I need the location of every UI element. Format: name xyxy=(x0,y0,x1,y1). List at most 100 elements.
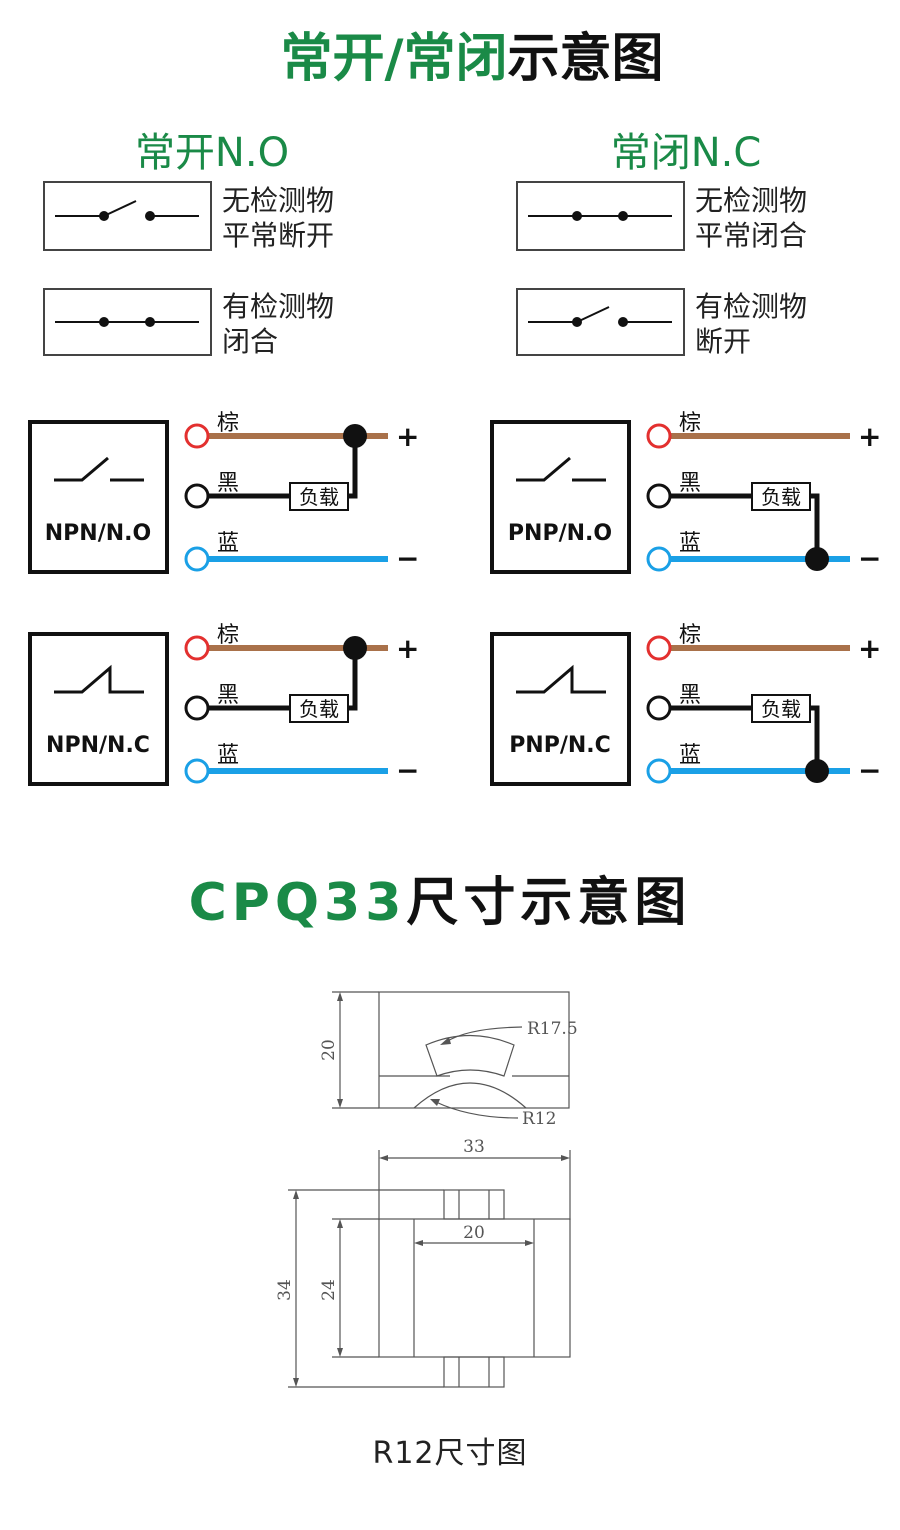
wiring-pnp-nc: PNP/N.C 棕 + 黑 负载 蓝 − xyxy=(490,623,881,787)
switch-blade-open xyxy=(576,306,610,323)
switch-contact xyxy=(99,317,109,327)
dim-height-24: 24 xyxy=(319,1279,339,1301)
sensor-box xyxy=(490,632,631,786)
plus-sign: + xyxy=(396,420,419,453)
dim-width-33: 33 xyxy=(463,1137,485,1157)
black-label: 黑 xyxy=(217,683,239,708)
switch-symbol-nc xyxy=(54,664,144,694)
sensor-type: NPN/N.C xyxy=(46,733,150,758)
dim-inner-20: 20 xyxy=(463,1223,485,1243)
switch-contact xyxy=(145,317,155,327)
nc-heading: 常闭N.C xyxy=(611,130,762,176)
load-label: 负载 xyxy=(299,697,339,721)
nc-state-closed-box xyxy=(516,181,685,251)
brown-terminal xyxy=(184,423,210,449)
nc-state1-line2: 平常闭合 xyxy=(695,219,807,252)
sensor-type: PNP/N.O xyxy=(508,521,612,546)
brown-label: 棕 xyxy=(217,411,239,436)
sensor-type: NPN/N.O xyxy=(45,521,151,546)
brown-label: 棕 xyxy=(217,623,239,648)
switch-symbol-no xyxy=(54,456,109,482)
main-title-black: 示意图 xyxy=(507,29,663,89)
dim-r175: R17.5 xyxy=(527,1019,578,1039)
load-label: 负载 xyxy=(299,485,339,509)
drawing-caption: R12尺寸图 xyxy=(372,1436,528,1471)
black-label: 黑 xyxy=(679,683,701,708)
junction-dot xyxy=(343,424,367,448)
nc-state1-line1: 无检测物 xyxy=(695,184,807,217)
main-title-green: 常开/常闭 xyxy=(280,29,507,89)
black-label: 黑 xyxy=(679,471,701,496)
dim-height-34: 34 xyxy=(275,1279,295,1301)
dimension-title: CPQ33尺寸示意图 xyxy=(189,873,692,933)
black-terminal xyxy=(646,483,672,509)
brown-label: 棕 xyxy=(679,411,701,436)
side-view-drawing xyxy=(332,991,570,1119)
switch-symbol-nc xyxy=(516,664,606,694)
no-state-open-box xyxy=(43,181,212,251)
no-state1-line2: 平常断开 xyxy=(222,219,334,252)
switch-contact xyxy=(572,211,582,221)
load-label: 负载 xyxy=(761,697,801,721)
sensor-box xyxy=(28,632,169,786)
no-state2-line1: 有检测物 xyxy=(222,290,334,323)
black-label: 黑 xyxy=(217,471,239,496)
blue-terminal xyxy=(646,546,672,572)
sensor-type: PNP/N.C xyxy=(509,733,611,758)
blue-label: 蓝 xyxy=(679,531,701,556)
black-terminal xyxy=(184,483,210,509)
brown-terminal xyxy=(184,635,210,661)
bottom-stub xyxy=(443,1356,505,1388)
minus-sign: − xyxy=(858,542,881,575)
main-title: 常开/常闭示意图 xyxy=(280,29,663,89)
black-terminal xyxy=(646,695,672,721)
dim-r12: R12 xyxy=(522,1109,556,1129)
blue-terminal xyxy=(184,546,210,572)
r12-arc xyxy=(413,1082,527,1109)
wiring-pnp-no: PNP/N.O 棕 + 黑 负载 蓝 − xyxy=(490,411,881,575)
minus-sign: − xyxy=(858,754,881,787)
load-box xyxy=(751,694,811,723)
no-state-closed-box xyxy=(43,288,212,356)
blue-label: 蓝 xyxy=(679,743,701,768)
minus-sign: − xyxy=(396,542,419,575)
load-box xyxy=(289,482,349,511)
sensor-box xyxy=(28,420,169,574)
nc-state-open-box xyxy=(516,288,685,356)
sensor-box xyxy=(490,420,631,574)
blue-label: 蓝 xyxy=(217,743,239,768)
nc-state2-line1: 有检测物 xyxy=(695,290,807,323)
wiring-npn-nc: NPN/N.C 棕 + 黑 负载 蓝 − xyxy=(28,623,419,787)
wiring-npn-no: NPN/N.O 棕 + 黑 负载 蓝 − xyxy=(28,411,419,575)
brown-terminal xyxy=(646,423,672,449)
switch-symbol-no xyxy=(516,456,571,482)
load-label: 负载 xyxy=(761,485,801,509)
blue-label: 蓝 xyxy=(217,531,239,556)
no-state2-line2: 闭合 xyxy=(222,325,278,358)
blue-terminal xyxy=(646,758,672,784)
plus-sign: + xyxy=(396,632,419,665)
junction-dot xyxy=(343,636,367,660)
top-view-drawing xyxy=(288,1150,571,1388)
plus-sign: + xyxy=(858,420,881,453)
black-terminal xyxy=(184,695,210,721)
no-state1-line1: 无检测物 xyxy=(222,184,334,217)
nc-state2-line2: 断开 xyxy=(695,325,751,358)
no-heading: 常开N.O xyxy=(135,130,289,176)
side-view-outline xyxy=(378,991,570,1109)
brown-label: 棕 xyxy=(679,623,701,648)
blue-terminal xyxy=(184,758,210,784)
dim-height-20: 20 xyxy=(319,1039,339,1061)
switch-blade-open xyxy=(103,200,137,217)
minus-sign: − xyxy=(396,754,419,787)
top-stub xyxy=(443,1189,505,1220)
dimension-title-black: 尺寸示意图 xyxy=(406,873,691,933)
switch-contact xyxy=(618,211,628,221)
junction-dot xyxy=(805,759,829,783)
dimension-title-green: CPQ33 xyxy=(189,873,407,933)
brown-terminal xyxy=(646,635,672,661)
plus-sign: + xyxy=(858,632,881,665)
junction-dot xyxy=(805,547,829,571)
r175-arc-shape xyxy=(425,1034,515,1077)
